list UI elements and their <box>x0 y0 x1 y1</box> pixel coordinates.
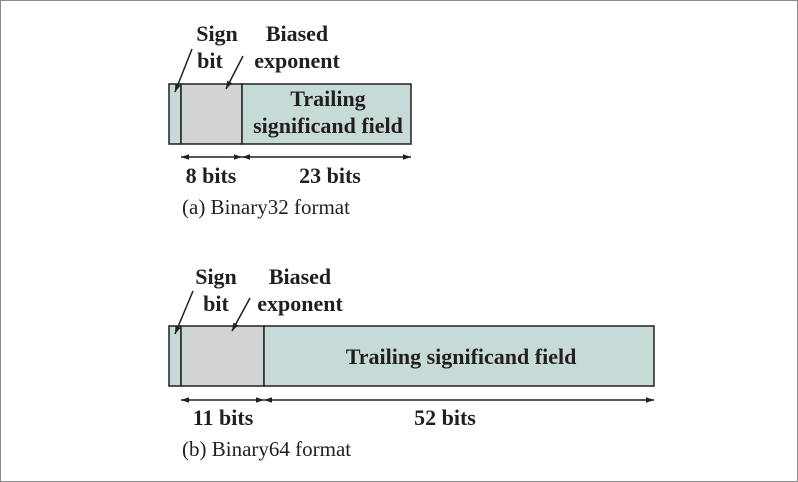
trailing-significand-field <box>263 325 655 387</box>
sign-pointer-arrow <box>174 290 194 335</box>
significand-label-line1: Trailing <box>290 86 365 111</box>
sign-pointer-arrow <box>174 48 193 93</box>
significand-label: Trailing significand field <box>346 344 577 369</box>
biased-exponent-field <box>180 83 243 145</box>
significand-width-label: 52 bits <box>414 405 476 430</box>
exponent-width-label: 11 bits <box>193 405 254 430</box>
diagram-caption-a: (a) Binary32 format <box>182 195 350 219</box>
binary64-diagram: Sign bit Biased exponent Trailing signif… <box>168 264 655 461</box>
diagram-caption-b: (b) Binary64 format <box>182 437 351 461</box>
sign-bit-field <box>168 83 182 145</box>
sign-label-line1: Sign <box>195 264 237 289</box>
sign-label-line2: bit <box>203 291 229 316</box>
biased-exponent-field <box>180 325 265 387</box>
exponent-label-line1: Biased <box>266 21 328 46</box>
significand-label-line2: significand field <box>253 113 403 138</box>
exponent-pointer-arrow <box>231 297 251 332</box>
trailing-significand-field <box>241 83 412 145</box>
sign-bit-field <box>168 325 182 387</box>
sign-label-line2: bit <box>197 48 223 73</box>
exponent-width-label: 8 bits <box>186 163 237 188</box>
exponent-pointer-arrow <box>225 55 244 90</box>
exponent-label-line2: exponent <box>254 48 340 73</box>
significand-width-label: 23 bits <box>299 163 361 188</box>
sign-label-line1: Sign <box>196 21 238 46</box>
binary32-diagram: Sign bit Biased exponent Trailing signif… <box>168 21 412 219</box>
exponent-label-line2: exponent <box>257 291 343 316</box>
exponent-label-line1: Biased <box>269 264 331 289</box>
